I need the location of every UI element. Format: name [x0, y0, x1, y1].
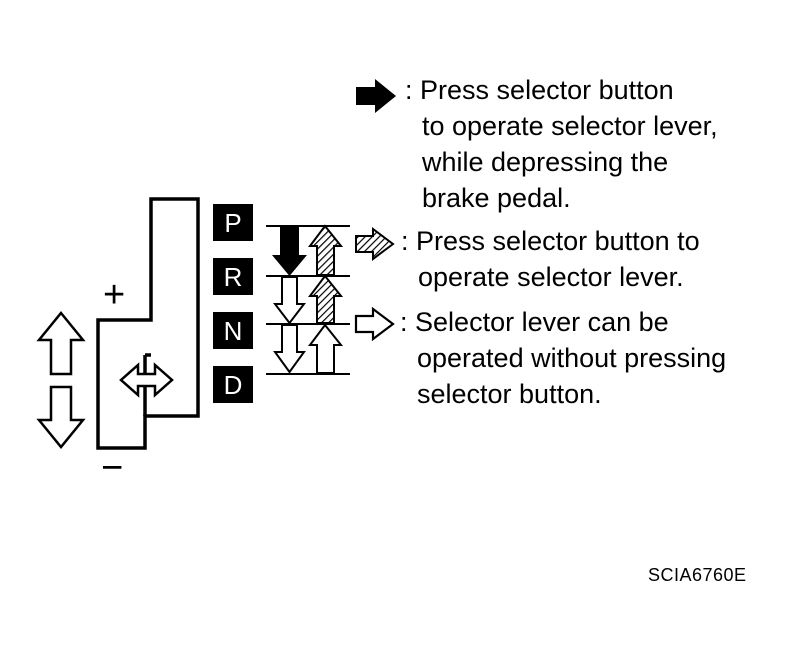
hatched-arrow-icon — [355, 227, 395, 261]
gear-label-n: N — [224, 316, 243, 346]
double-arrow-icon — [119, 362, 174, 398]
minus-sign: − — [101, 447, 123, 489]
plus-sign: + — [103, 274, 125, 316]
outline-up-arrow-icon — [308, 323, 344, 374]
gear-box-p — [213, 204, 253, 241]
legend-hatched-arrow-text: : Press selector button to operate selec… — [401, 226, 700, 292]
gear-label-p: P — [224, 208, 241, 238]
gear-box-n — [213, 312, 253, 349]
gear-box-d — [213, 366, 253, 403]
legend-solid-arrow-text: : Press selector button to operate selec… — [405, 75, 718, 213]
hatched-up-arrow-icon — [308, 224, 344, 276]
hatched-up-arrow-icon — [308, 274, 344, 324]
solid-down-arrow-icon — [272, 227, 307, 276]
outline-arrow-icon — [354, 306, 395, 342]
down-arrow-icon — [36, 385, 86, 449]
gear-label-d: D — [224, 370, 243, 400]
solid-arrow-icon — [356, 79, 396, 113]
legend-outline-arrow-text: : Selector lever can be operated without… — [400, 307, 727, 409]
up-arrow-icon — [36, 311, 86, 376]
gear-label-r: R — [224, 262, 243, 292]
gear-box-r — [213, 258, 253, 295]
figure-code: SCIA6760E — [648, 565, 747, 585]
shift-gate-outline — [96, 197, 200, 450]
outline-down-arrow-icon — [273, 324, 306, 374]
outline-down-arrow-icon — [272, 276, 307, 325]
